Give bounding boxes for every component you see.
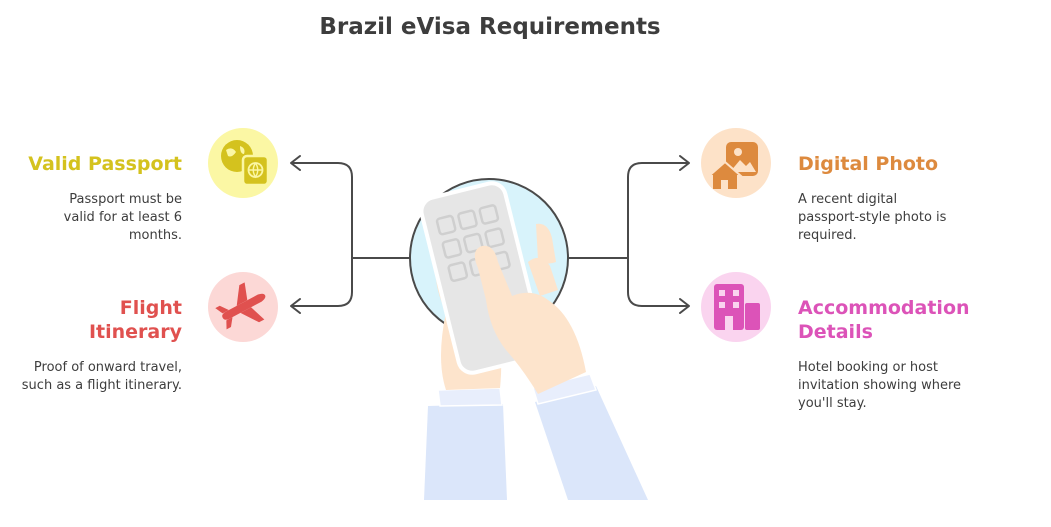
arrowhead-passport (290, 155, 301, 171)
photo-description: A recent digital passport-style photo is… (798, 192, 947, 243)
page-title: Brazil eVisa Requirements (319, 14, 661, 40)
photo-icon (701, 128, 771, 198)
passport-globe-icon (208, 128, 278, 198)
building-icon (701, 272, 771, 342)
connector-left (291, 162, 411, 307)
connector-lines (290, 155, 690, 314)
flight-title-line1: Flight (119, 297, 182, 319)
flight-title-line2: Itinerary (88, 321, 182, 343)
hand-phone-icon (409, 178, 648, 500)
accommodation-title-line2: Details (798, 321, 873, 343)
accommodation-title: Accommodation Details (798, 296, 1038, 344)
passport-description: Passport must be valid for at least 6 mo… (63, 192, 182, 243)
accommodation-description: Hotel booking or host invitation showing… (798, 360, 962, 411)
flight-title: Flight Itinerary (0, 296, 182, 344)
photo-title: Digital Photo (798, 153, 939, 175)
airplane-icon (208, 272, 278, 342)
arrowhead-flight (290, 298, 301, 314)
arrowhead-accommodation (679, 298, 690, 314)
arrowhead-photo (679, 155, 690, 171)
connector-right (567, 162, 689, 307)
flight-description: Proof of onward travel, such as a flight… (21, 360, 182, 393)
accommodation-title-line1: Accommodation (798, 297, 970, 319)
passport-title: Valid Passport (28, 153, 182, 175)
